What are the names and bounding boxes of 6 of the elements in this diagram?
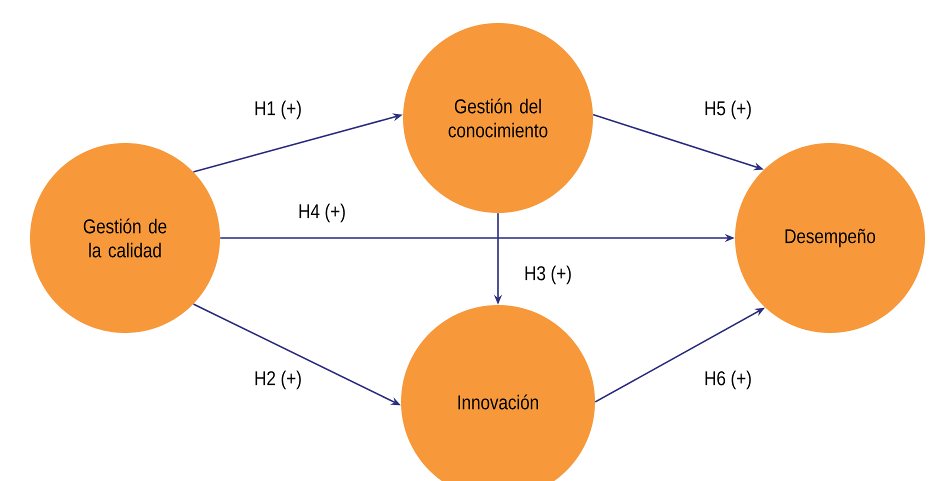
edge-label: H6 (+)	[702, 368, 754, 392]
edge-label: H1 (+)	[252, 98, 304, 122]
edge-label: H2 (+)	[252, 368, 304, 392]
edge-label: H5 (+)	[702, 98, 754, 122]
edge-label: H4 (+)	[296, 202, 348, 224]
edge-label: H3 (+)	[522, 264, 574, 286]
